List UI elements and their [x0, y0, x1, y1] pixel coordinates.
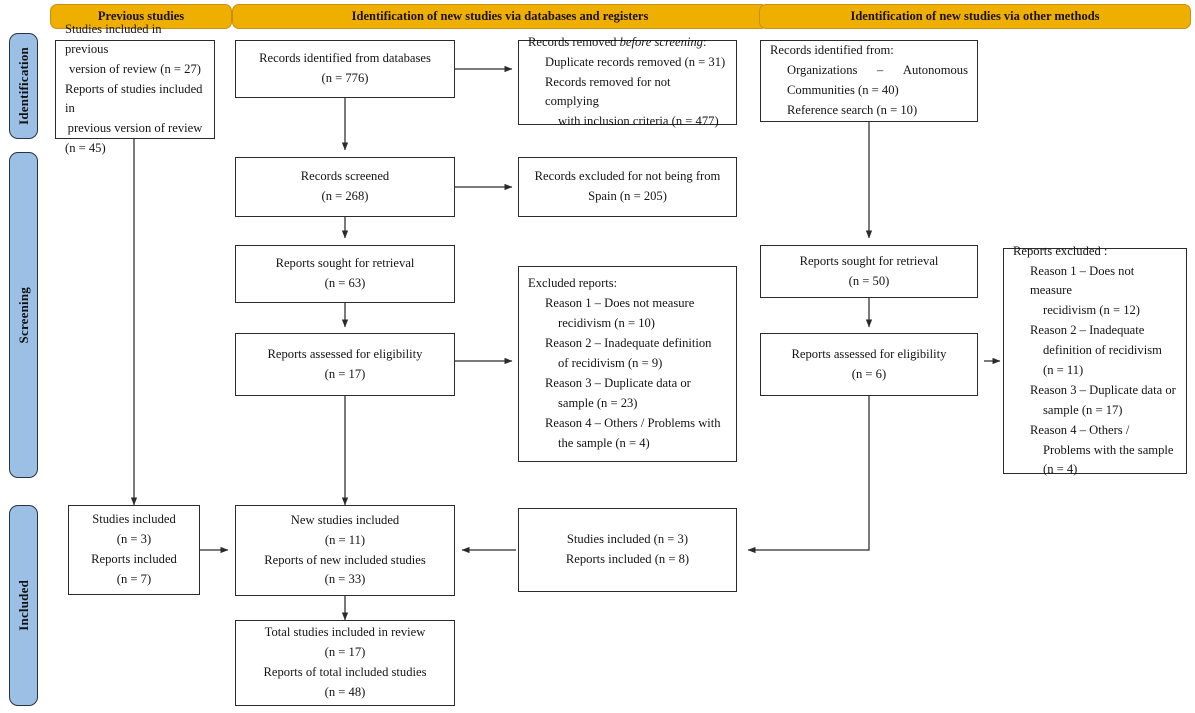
previous-studies-line-4: previous version of review: [67, 121, 203, 136]
stage-rail-identification-label: Identification: [15, 47, 31, 125]
reports-assessed-db-line-2: (n = 17): [324, 366, 366, 381]
connector-other-assessed-to-included: [747, 396, 870, 554]
reports-assessed-for-eligibility-other-box: Reports assessed for eligibility (n = 6): [760, 333, 978, 396]
reports-excluded-other-line-5: (n = 11): [1043, 363, 1084, 377]
records-screened-line-2: (n = 268): [321, 189, 369, 203]
reports-excluded-other-line-4: definition of recidivism: [1043, 343, 1162, 358]
reports-excluded-other-line-9: Problems with the sample: [1043, 442, 1174, 457]
new-studies-included-line-3: Reports of new included studies: [264, 552, 426, 567]
phase-header-databases: Identification of new studies via databa…: [232, 4, 768, 29]
records-removed-heading-tail: :: [702, 34, 707, 49]
records-identified-other-methods-box: Records identified from: Organizations –…: [760, 40, 978, 122]
records-identified-databases-line-1: Records identified from databases: [259, 51, 431, 66]
records-identified-other-line-org: Organizations – Autonomous: [770, 61, 968, 81]
reports-sought-for-retrieval-other-box: Reports sought for retrieval (n = 50): [760, 245, 978, 298]
records-identified-other-org-dash: –: [877, 63, 884, 78]
reports-excluded-other-box: Reports excluded : Reason 1 – Does not m…: [1003, 244, 1187, 476]
reports-excluded-other-line-6: Reason 3 – Duplicate data or: [1030, 382, 1176, 397]
reports-excluded-other-heading: Reports excluded :: [1013, 243, 1108, 258]
reports-assessed-other-line-1: Reports assessed for eligibility: [791, 346, 947, 361]
studies-included-other-line-1: Studies included (n = 3): [566, 532, 689, 547]
studies-included-previous-box: Studies included (n = 3) Reports include…: [68, 505, 200, 595]
reports-assessed-db-line-1: Reports assessed for eligibility: [267, 346, 423, 361]
records-removed-line-4: with inclusion criteria (n = 477): [558, 114, 719, 129]
excluded-reports-db-line-8: the sample (n = 4): [558, 435, 650, 450]
total-studies-line-4: (n = 48): [324, 684, 366, 699]
new-studies-included-box: New studies included (n = 11) Reports of…: [235, 505, 455, 596]
records-identified-databases-box: Records identified from databases (n = 7…: [235, 40, 455, 98]
records-excluded-spain-box: Records excluded for not being from Spai…: [518, 157, 737, 217]
reports-excluded-other-line-3: Reason 2 – Inadequate: [1030, 323, 1145, 338]
previous-studies-line-5: (n = 45): [65, 141, 106, 156]
studies-included-previous-line-1: Studies included: [92, 512, 176, 527]
records-identified-other-line-2: Communities (n = 40): [787, 83, 899, 97]
records-removed-heading-italic: before screening: [619, 34, 703, 49]
studies-included-previous-line-2: (n = 3): [116, 532, 152, 547]
reports-excluded-other-line-1: Reason 1 – Does not measure: [1030, 263, 1135, 298]
records-excluded-spain-line-1: Records excluded for not being from: [534, 169, 721, 184]
new-studies-included-line-1: New studies included: [290, 512, 400, 527]
studies-included-other-box: Studies included (n = 3) Reports include…: [518, 508, 737, 592]
records-identified-other-org-left: Organizations: [787, 63, 858, 78]
total-studies-line-3: Reports of total included studies: [263, 665, 427, 679]
previous-studies-line-1: Studies included in previous: [65, 21, 162, 56]
reports-assessed-other-line-2: (n = 6): [851, 366, 887, 381]
excluded-reports-db-line-6: sample (n = 23): [558, 395, 638, 410]
records-removed-before-screening-box: Records removed before screening: Duplic…: [518, 35, 737, 128]
studies-included-other-line-2: Reports included (n = 8): [565, 552, 690, 566]
studies-included-previous-line-4: (n = 7): [116, 571, 152, 586]
excluded-reports-db-heading: Excluded reports:: [528, 276, 618, 291]
records-screened-line-1: Records screened: [300, 169, 390, 184]
new-studies-included-line-2: (n = 11): [324, 532, 366, 547]
phase-header-other-methods: Identification of new studies via other …: [759, 4, 1191, 29]
records-removed-heading-plain: Records removed: [528, 34, 620, 49]
reports-sought-db-line-1: Reports sought for retrieval: [275, 256, 415, 271]
reports-excluded-other-line-2: recidivism (n = 12): [1043, 303, 1140, 318]
stage-rail-included: Included: [9, 505, 38, 706]
records-excluded-spain-line-2: Spain (n = 205): [588, 189, 667, 203]
total-studies-line-2: (n = 17): [324, 645, 366, 660]
excluded-reports-db-line-5: Reason 3 – Duplicate data or: [545, 375, 691, 390]
studies-included-previous-line-3: Reports included: [91, 552, 177, 566]
reports-assessed-for-eligibility-databases-box: Reports assessed for eligibility (n = 17…: [235, 333, 455, 396]
reports-excluded-other-line-8: Reason 4 – Others /: [1030, 422, 1130, 437]
records-identified-databases-line-2: (n = 776): [321, 71, 369, 85]
reports-sought-db-line-2: (n = 63): [324, 276, 366, 290]
excluded-reports-db-line-7: Reason 4 – Others / Problems with: [545, 415, 721, 430]
excluded-reports-db-line-3: Reason 2 – Inadequate definition: [545, 336, 712, 351]
records-identified-other-line-3: Reference search (n = 10): [787, 102, 918, 117]
reports-sought-other-line-2: (n = 50): [848, 273, 890, 288]
records-removed-heading: Records removed before screening:: [528, 33, 727, 53]
total-studies-line-1: Total studies included in review: [264, 625, 426, 640]
previous-studies-line-2: version of review (n = 27): [69, 61, 201, 76]
new-studies-included-line-4: (n = 33): [324, 572, 366, 587]
stage-rail-screening: Screening: [9, 152, 38, 478]
phase-header-previous-studies: Previous studies: [50, 4, 232, 29]
previous-studies-line-3: Reports of studies included in: [65, 81, 203, 116]
previous-studies-box: Studies included in previous version of …: [55, 22, 215, 155]
reports-sought-for-retrieval-databases-box: Reports sought for retrieval (n = 63): [235, 245, 455, 303]
records-identified-other-heading: Records identified from:: [770, 43, 894, 58]
stage-rail-included-label: Included: [15, 580, 31, 631]
reports-sought-other-line-1: Reports sought for retrieval: [799, 253, 939, 268]
records-removed-line-2: Duplicate records removed (n = 31): [545, 54, 726, 69]
excluded-reports-databases-box: Excluded reports: Reason 1 – Does not me…: [518, 266, 737, 462]
records-screened-box: Records screened (n = 268): [235, 157, 455, 217]
phase-header-other-methods-label: Identification of new studies via other …: [850, 8, 1100, 23]
reports-excluded-other-line-10: (n = 4): [1043, 462, 1078, 477]
phase-header-previous-studies-label: Previous studies: [97, 8, 185, 23]
reports-excluded-other-line-7: sample (n = 17): [1043, 402, 1123, 417]
excluded-reports-db-line-4: of recidivism (n = 9): [558, 356, 663, 371]
records-removed-line-3: Records removed for not complying: [545, 74, 671, 109]
excluded-reports-db-line-1: Reason 1 – Does not measure: [545, 296, 695, 311]
records-identified-other-org-right: Autonomous: [902, 63, 968, 78]
excluded-reports-db-line-2: recidivism (n = 10): [558, 316, 655, 331]
total-studies-included-box: Total studies included in review (n = 17…: [235, 620, 455, 706]
phase-header-databases-label: Identification of new studies via databa…: [351, 8, 649, 23]
stage-rail-screening-label: Screening: [15, 286, 31, 344]
stage-rail-identification: Identification: [9, 33, 38, 139]
